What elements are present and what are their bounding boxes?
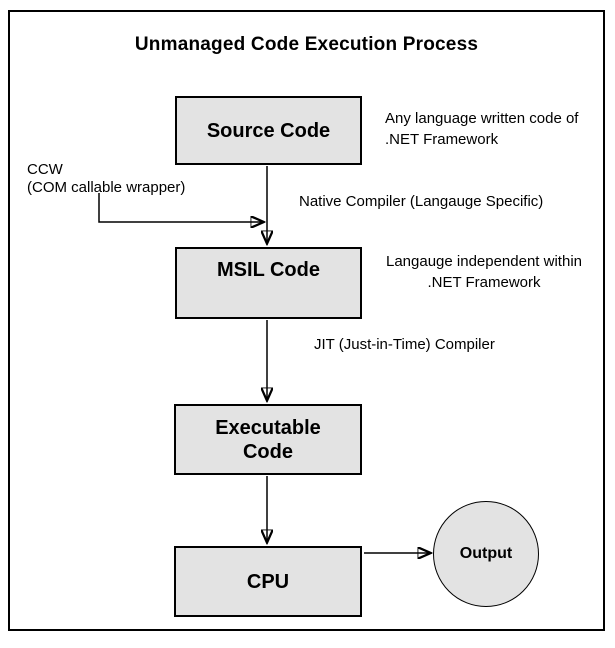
diagram-frame	[8, 10, 605, 631]
output-label: Output	[459, 545, 513, 562]
cpu-label: CPU	[246, 570, 290, 593]
msil-code-label: MSIL Code	[217, 259, 320, 281]
node-source-code: Source Code	[175, 96, 362, 165]
annotation-ccw: CCW (COM callable wrapper)	[27, 161, 186, 196]
annotation-jit-compiler: JIT (Just-in-Time) Compiler	[314, 336, 495, 353]
arrow-ccw-elbow	[98, 193, 263, 222]
annotation-msil-note: Langauge independent within .NET Framewo…	[385, 253, 582, 291]
annotation-source-note: Any language written code of .NET Framew…	[385, 110, 579, 148]
annotation-native-compiler: Native Compiler (Langauge Specific)	[299, 193, 544, 210]
diagram-title: Unmanaged Code Execution Process	[134, 34, 479, 55]
node-output-circle: Output	[433, 501, 539, 607]
node-cpu: CPU	[174, 546, 362, 617]
source-code-label: Source Code	[206, 119, 331, 142]
executable-code-label: Executable Code	[215, 416, 321, 463]
node-executable-code: Executable Code	[174, 404, 362, 475]
node-msil-code: MSIL Code	[175, 247, 362, 319]
